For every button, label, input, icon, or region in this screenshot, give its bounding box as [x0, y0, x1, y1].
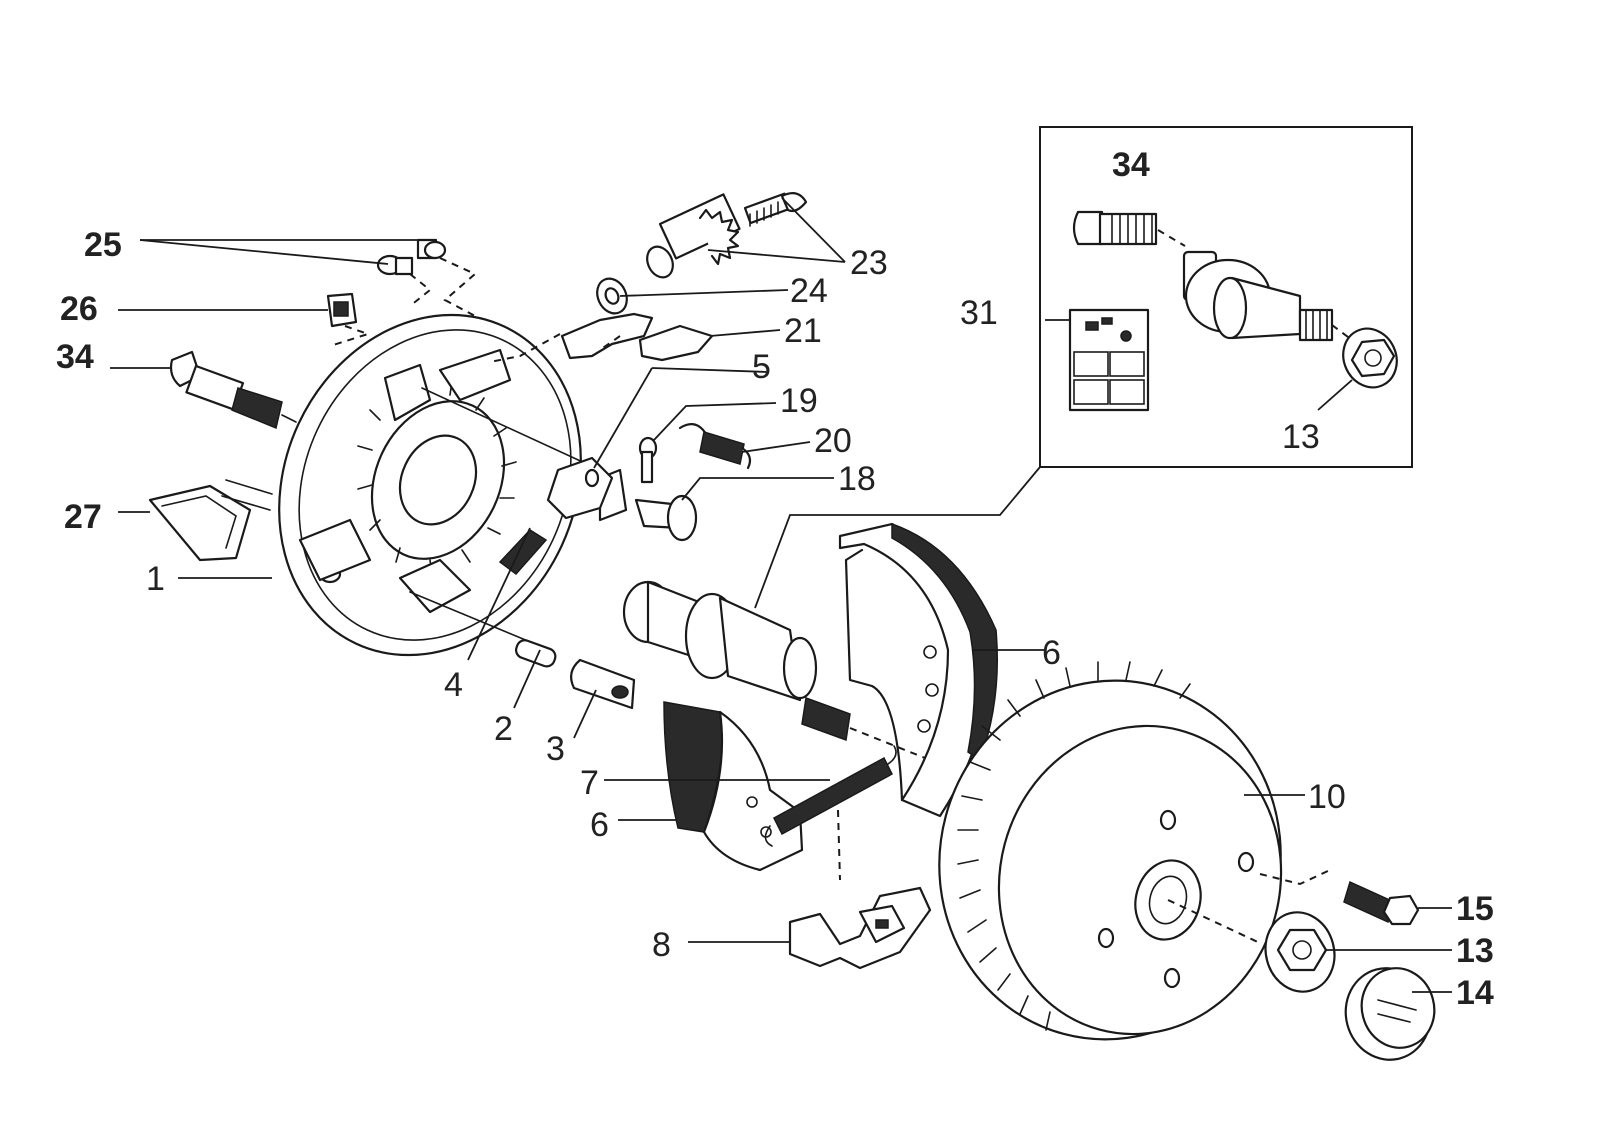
label-20: 20 [814, 422, 852, 460]
brake-shoe-upper [838, 522, 998, 818]
backing-plate [278, 313, 628, 657]
label-8: 8 [652, 926, 671, 964]
inset-spindle [1072, 210, 1353, 342]
label-15: 15 [1456, 890, 1494, 928]
label-25: 25 [84, 226, 122, 264]
label-6-lower: 6 [590, 806, 609, 844]
spring-washer-25-upper [416, 238, 447, 260]
pin-19 [638, 436, 658, 484]
cover-plate-27 [148, 479, 273, 562]
label-27: 27 [64, 498, 102, 536]
link-3 [569, 658, 636, 710]
label-34-inset: 34 [1112, 146, 1150, 184]
inset-hex-nut [1317, 327, 1398, 411]
leader-lines [110, 197, 1305, 943]
label-24: 24 [790, 272, 828, 310]
pin-2 [409, 591, 557, 668]
spindle [622, 580, 986, 783]
spring-20 [678, 423, 752, 470]
label-31: 31 [960, 294, 998, 332]
callout-labels: 1 2 3 4 5 6 6 7 8 10 13 13 14 15 18 19 2… [56, 146, 1494, 1012]
slider-5 [546, 456, 614, 520]
retainer-18 [634, 494, 698, 542]
return-spring-7 [764, 745, 897, 881]
label-10: 10 [1308, 778, 1346, 816]
adjuster-8 [788, 886, 932, 970]
label-19: 19 [780, 382, 818, 420]
label-4: 4 [444, 666, 463, 704]
hub-nut-13 [1264, 911, 1452, 993]
inset-kit-card [1068, 308, 1150, 412]
clip-26 [326, 292, 358, 328]
inset-kit-box [754, 126, 1413, 609]
label-7: 7 [580, 764, 599, 802]
mounting-bolt-34 [169, 350, 297, 430]
label-18: 18 [838, 460, 876, 498]
label-23: 23 [850, 244, 888, 282]
label-34-left: 34 [56, 338, 94, 376]
label-5: 5 [752, 348, 771, 386]
label-13-inset: 13 [1282, 418, 1320, 456]
spring-4 [467, 527, 548, 661]
brake-drum [938, 661, 1331, 1041]
label-3: 3 [546, 730, 565, 768]
washer-24 [596, 277, 628, 315]
label-14: 14 [1456, 974, 1494, 1012]
adjuster-lever-21 [489, 312, 714, 363]
wheel-bolt-15 [1343, 880, 1452, 926]
label-1: 1 [146, 560, 165, 598]
label-6-upper: 6 [1042, 634, 1061, 672]
spring-washer-25-lower [376, 254, 414, 276]
label-21: 21 [784, 312, 822, 350]
adjuster-screw-23 [646, 191, 808, 279]
label-2: 2 [494, 710, 513, 748]
label-13-hub: 13 [1456, 932, 1494, 970]
dust-cap-14 [1344, 967, 1452, 1061]
label-26: 26 [60, 290, 98, 328]
brake-shoe-lower [663, 701, 804, 872]
